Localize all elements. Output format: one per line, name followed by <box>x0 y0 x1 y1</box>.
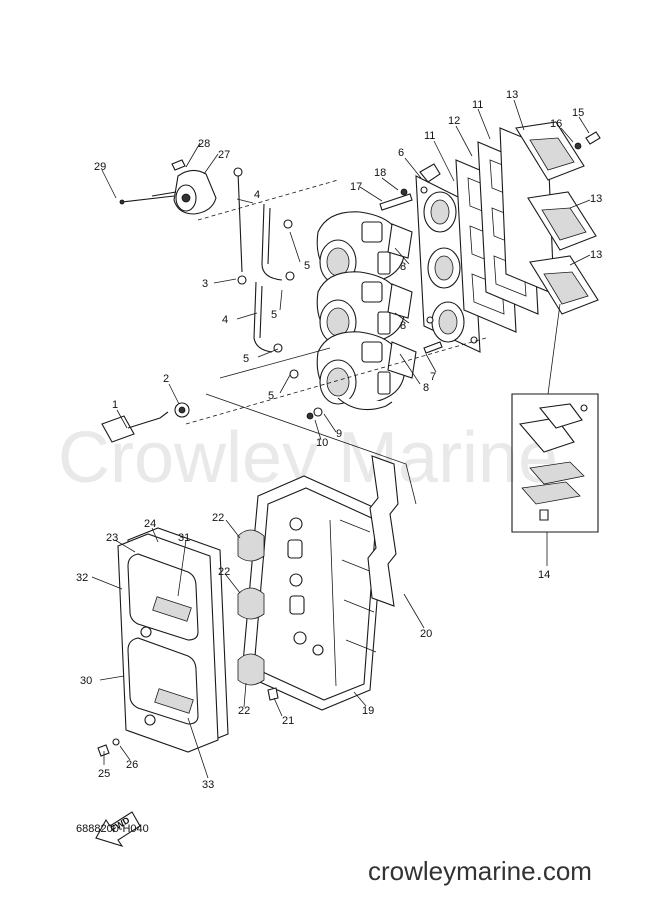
callout-1: 1 <box>112 399 118 411</box>
screw <box>97 744 110 757</box>
callout-28: 28 <box>198 138 210 150</box>
silencer-cover <box>117 527 229 753</box>
callout-18: 18 <box>374 167 386 179</box>
callout-10: 10 <box>316 437 328 449</box>
callout-9: 9 <box>336 428 342 440</box>
callout-15: 15 <box>572 107 584 119</box>
callout-24: 24 <box>144 518 156 530</box>
nut <box>306 412 314 420</box>
callout-11: 11 <box>472 99 483 111</box>
callout-12: 12 <box>448 115 460 127</box>
callout-17: 17 <box>350 181 362 193</box>
callout-21: 21 <box>282 715 294 727</box>
silencer-domes <box>237 529 265 686</box>
reed-valves <box>515 121 599 315</box>
drawing-code: 6888200-H040 <box>76 823 149 835</box>
callout-22: 22 <box>238 705 250 717</box>
choke-solenoid <box>119 159 217 215</box>
hardware-top <box>379 131 601 354</box>
callout-20: 20 <box>420 628 432 640</box>
callout-2: 2 <box>163 373 169 385</box>
hose-and-grommet <box>101 402 190 443</box>
callout-8: 8 <box>400 320 406 332</box>
callout-numbers: 1 2 3 4 4 5 5 5 5 6 7 8 8 8 9 10 11 11 1… <box>76 89 602 791</box>
construction-lines <box>185 179 487 505</box>
callout-33: 33 <box>202 779 214 791</box>
callout-14: 14 <box>538 569 550 581</box>
washer <box>313 407 323 417</box>
callout-29: 29 <box>94 161 106 173</box>
callout-11: 11 <box>424 130 435 142</box>
silencer-housing <box>241 475 385 711</box>
callout-3: 3 <box>202 278 208 290</box>
washer-small <box>112 738 120 746</box>
callout-16: 16 <box>550 118 562 130</box>
callout-4: 4 <box>254 189 260 201</box>
callout-5: 5 <box>271 309 277 321</box>
callout-22: 22 <box>212 512 224 524</box>
callout-5: 5 <box>304 260 310 272</box>
leader-lines <box>91 99 591 779</box>
callout-26: 26 <box>126 759 138 771</box>
callout-27: 27 <box>218 149 230 161</box>
callout-5: 5 <box>268 390 274 402</box>
callout-8: 8 <box>400 261 406 273</box>
callout-22: 22 <box>218 566 230 578</box>
callout-13: 13 <box>590 193 602 205</box>
reed-valve-detail <box>511 393 599 533</box>
callout-6: 6 <box>398 147 404 159</box>
bolt <box>267 687 279 701</box>
callout-25: 25 <box>98 768 110 780</box>
callout-13: 13 <box>590 249 602 261</box>
callout-13: 13 <box>506 89 518 101</box>
callout-5: 5 <box>243 353 249 365</box>
brand-text: crowleymarine.com <box>368 856 592 886</box>
callout-8: 8 <box>423 382 429 394</box>
callout-4: 4 <box>222 314 228 326</box>
link-rods <box>233 167 299 379</box>
callout-7: 7 <box>430 371 436 383</box>
callout-32: 32 <box>76 572 88 584</box>
callout-31: 31 <box>178 532 190 544</box>
callout-30: 30 <box>80 675 92 687</box>
callout-19: 19 <box>362 705 374 717</box>
carburetor-assembly <box>316 211 417 411</box>
callout-23: 23 <box>106 532 118 544</box>
silencer-gasket <box>367 455 399 607</box>
